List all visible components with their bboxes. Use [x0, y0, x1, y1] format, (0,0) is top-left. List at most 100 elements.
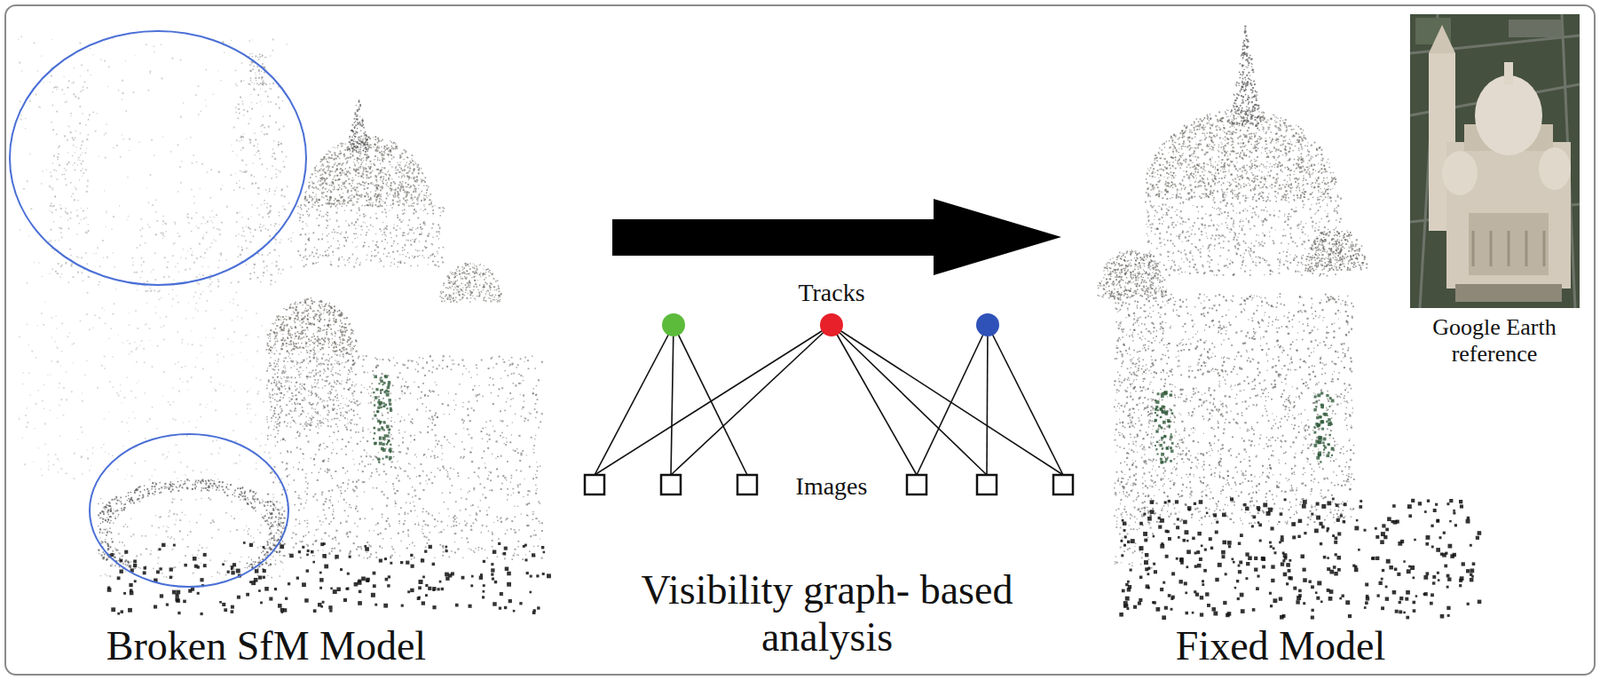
point: [130, 491, 132, 493]
point: [257, 252, 260, 255]
point: [253, 87, 255, 89]
point: [195, 480, 198, 483]
point: [102, 512, 105, 515]
point: [167, 535, 169, 537]
point: [253, 500, 255, 502]
point: [112, 313, 115, 316]
point: [256, 350, 259, 353]
point: [184, 280, 186, 282]
point: [167, 401, 170, 403]
point: [90, 74, 92, 76]
point: [230, 282, 233, 284]
point: [246, 334, 248, 336]
point: [260, 126, 261, 127]
point: [106, 520, 108, 522]
point: [201, 351, 203, 353]
point: [58, 239, 60, 241]
point: [259, 153, 261, 155]
point: [78, 157, 80, 159]
point: [252, 560, 254, 562]
point: [253, 263, 256, 266]
point: [243, 79, 245, 81]
point: [141, 264, 142, 266]
point: [165, 485, 166, 487]
point: [187, 389, 189, 391]
point: [120, 503, 123, 505]
point: [281, 150, 283, 152]
point: [212, 520, 215, 523]
point: [53, 86, 55, 88]
point: [143, 488, 145, 490]
point: [169, 486, 172, 489]
point: [38, 262, 40, 264]
point: [102, 239, 104, 242]
point: [49, 409, 51, 411]
point: [163, 575, 165, 577]
point: [65, 169, 67, 171]
point: [101, 541, 103, 543]
point: [235, 107, 237, 110]
point: [256, 102, 258, 104]
point: [236, 118, 238, 119]
point: [210, 168, 213, 171]
point: [282, 540, 284, 542]
point: [96, 112, 98, 114]
point: [244, 490, 246, 493]
point: [156, 427, 158, 429]
point: [229, 530, 231, 532]
point: [290, 266, 292, 268]
point: [81, 175, 83, 177]
point: [221, 184, 223, 186]
point: [126, 219, 128, 221]
point: [271, 165, 273, 167]
point: [264, 514, 267, 517]
point: [263, 504, 266, 506]
point: [131, 499, 133, 501]
point: [110, 508, 112, 511]
point: [28, 344, 30, 346]
point: [191, 251, 193, 253]
point: [79, 147, 82, 150]
point: [254, 72, 256, 74]
point: [162, 220, 165, 222]
point: [236, 85, 238, 87]
point: [267, 228, 269, 231]
point: [386, 147, 387, 149]
point: [133, 567, 136, 570]
point: [80, 170, 83, 173]
point: [110, 328, 112, 330]
point: [264, 443, 267, 446]
point: [172, 488, 174, 491]
point: [209, 498, 212, 501]
point: [173, 242, 176, 245]
point: [207, 266, 209, 268]
point: [182, 422, 184, 424]
point: [202, 266, 204, 268]
point: [93, 327, 95, 329]
point: [275, 264, 278, 267]
point: [268, 534, 270, 536]
point: [270, 88, 273, 91]
point: [200, 489, 203, 492]
point: [274, 157, 276, 160]
point: [207, 486, 210, 489]
point: [230, 515, 232, 517]
point: [255, 377, 258, 379]
point: [173, 483, 175, 486]
point: [121, 79, 124, 82]
point: [155, 306, 157, 308]
point: [204, 252, 206, 254]
point: [126, 496, 127, 497]
point: [255, 467, 258, 470]
point: [275, 539, 278, 542]
point: [65, 101, 68, 103]
point: [151, 406, 154, 409]
point: [130, 560, 132, 562]
point: [272, 153, 274, 155]
point: [196, 161, 198, 164]
point: [60, 276, 62, 278]
point: [139, 485, 142, 488]
point: [86, 232, 89, 235]
point: [174, 443, 176, 445]
point: [211, 484, 213, 487]
